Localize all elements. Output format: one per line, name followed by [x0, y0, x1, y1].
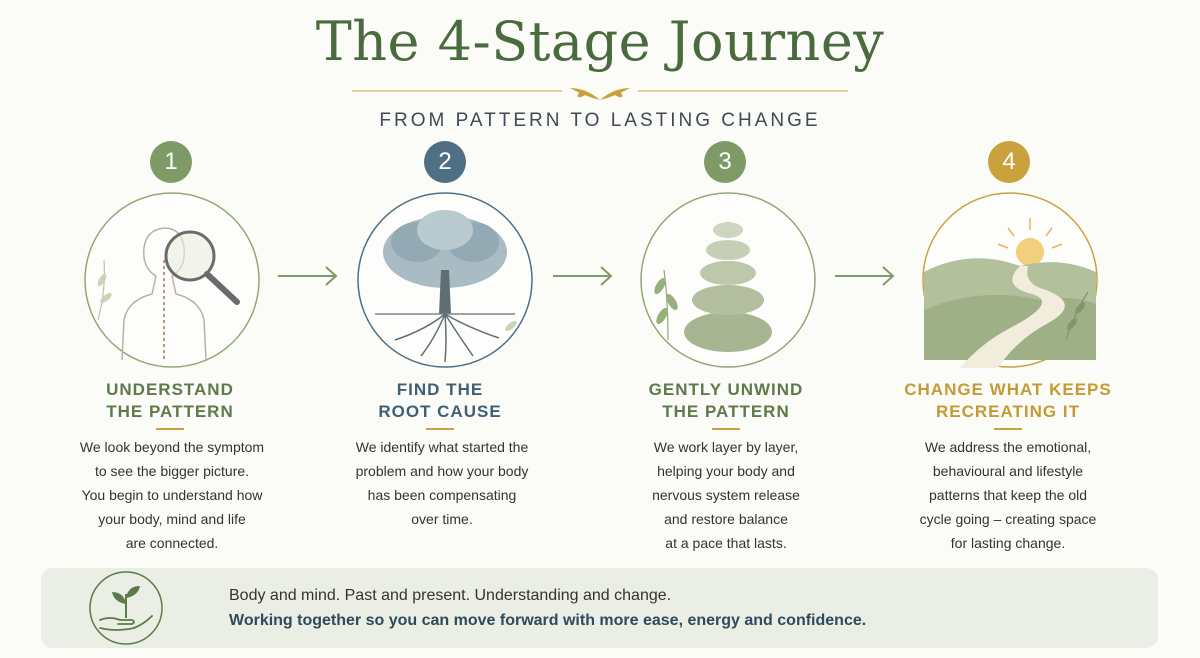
- stage-3-desc: We work layer by layer, helping your bod…: [606, 435, 846, 555]
- stage-2-desc-line: over time.: [411, 511, 473, 527]
- stage-1-rule: [156, 428, 184, 430]
- stage-3-desc-line: nervous system release: [652, 487, 800, 503]
- stage-1-desc-line: We look beyond the symptom: [79, 439, 265, 455]
- stage-4-title-line1: CHANGE WHAT KEEPS: [904, 380, 1112, 399]
- person-magnifier-icon: [84, 192, 260, 368]
- stage-4-desc-line: We address the emotional,: [924, 439, 1092, 455]
- stage-4-rule: [994, 428, 1022, 430]
- page-title: The 4-Stage Journey: [315, 10, 885, 73]
- stage-2-title-line2: ROOT CAUSE: [378, 402, 502, 421]
- tree-roots-icon: [357, 192, 533, 368]
- stage-2-desc-line: We identify what started the: [355, 439, 529, 455]
- stage-1-desc: We look beyond the symptom to see the bi…: [52, 435, 292, 555]
- stage-1-badge: 1: [150, 141, 192, 183]
- stage-3-desc-line: and restore balance: [664, 511, 788, 527]
- stage-4-badge: 4: [988, 141, 1030, 183]
- stage-2-badge: 2: [424, 141, 466, 183]
- stage-4-title-line2: RECREATING IT: [936, 402, 1080, 421]
- stacked-stones-icon: [640, 192, 816, 368]
- stage-1-desc-line: You begin to understand how: [81, 487, 263, 503]
- arrow-right-icon: [553, 266, 613, 286]
- stage-3-desc-line: at a pace that lasts.: [665, 535, 787, 551]
- arrow-right-icon: [278, 266, 338, 286]
- stage-2-desc-line: problem and how your body: [355, 463, 529, 479]
- stage-4-desc-line: for lasting change.: [950, 535, 1066, 551]
- stage-1-desc-line: your body, mind and life: [98, 511, 246, 527]
- stage-3-title-line2: THE PATTERN: [662, 402, 790, 421]
- stage-3-badge: 3: [704, 141, 746, 183]
- stage-2-rule: [426, 428, 454, 430]
- stage-1-desc-line: are connected.: [125, 535, 219, 551]
- stage-3-title-line1: GENTLY UNWIND: [648, 380, 804, 399]
- stage-4-desc-line: patterns that keep the old: [929, 487, 1087, 503]
- stage-4-desc-line: cycle going – creating space: [919, 511, 1097, 527]
- stage-2-title-line1: FIND THE: [396, 380, 484, 399]
- stage-3-desc-line: We work layer by layer,: [653, 439, 799, 455]
- stage-1-title: UNDERSTAND THE PATTERN: [40, 379, 300, 423]
- stage-2-title: FIND THE ROOT CAUSE: [310, 379, 570, 423]
- summary-banner: [41, 568, 1158, 648]
- stage-1-title-line1: UNDERSTAND: [106, 380, 234, 399]
- sunrise-path-icon: [922, 192, 1098, 368]
- stage-2-desc: We identify what started the problem and…: [322, 435, 562, 531]
- stage-1-title-line2: THE PATTERN: [106, 402, 234, 421]
- stage-3-rule: [712, 428, 740, 430]
- laurel-icon: [570, 88, 630, 100]
- stage-1-desc-line: to see the bigger picture.: [94, 463, 250, 479]
- page-subtitle: FROM PATTERN TO LASTING CHANGE: [379, 110, 821, 131]
- laurel-divider: [352, 88, 848, 100]
- stage-3-desc-line: helping your body and: [657, 463, 795, 479]
- seedling-hand-icon: [89, 571, 163, 645]
- banner-line-1: Body and mind. Past and present. Underst…: [229, 587, 672, 604]
- stage-2-desc-line: has been compensating: [367, 487, 517, 503]
- stage-4-title: CHANGE WHAT KEEPS RECREATING IT: [878, 379, 1138, 423]
- arrow-right-icon: [835, 266, 895, 286]
- stage-3-title: GENTLY UNWIND THE PATTERN: [596, 379, 856, 423]
- stage-4-desc-line: behavioural and lifestyle: [932, 463, 1084, 479]
- stage-4-desc: We address the emotional, behavioural an…: [888, 435, 1128, 555]
- banner-line-2: Working together so you can move forward…: [229, 612, 867, 629]
